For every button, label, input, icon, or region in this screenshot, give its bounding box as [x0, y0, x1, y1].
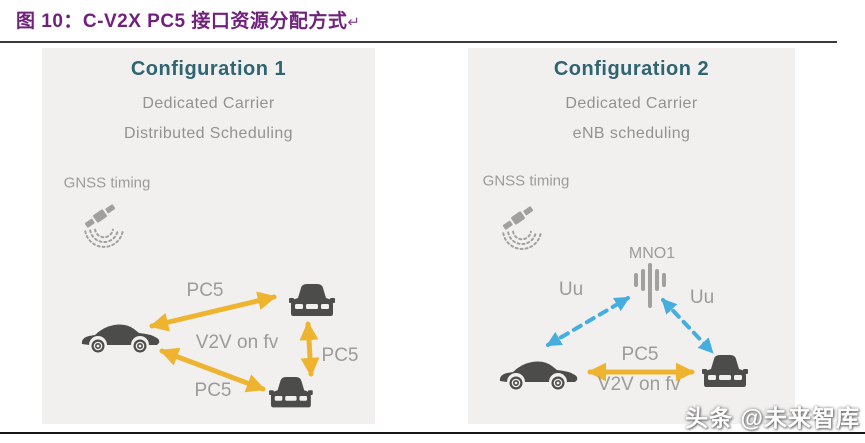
- pc5-arrow-top: [149, 291, 277, 332]
- gnss-timing-label: GNSS timing: [482, 172, 570, 190]
- config1-subtitle-scheduling: Distributed Scheduling: [124, 125, 293, 142]
- pc5-arrow-vertical: [299, 321, 320, 377]
- config2-subtitle-scheduling: eNB scheduling: [572, 125, 691, 142]
- uu-label-right: Uu: [689, 287, 715, 308]
- gnss-timing-label: GNSS timing: [63, 174, 151, 192]
- car-side-icon: [499, 361, 578, 390]
- v2v-label: V2V on fv: [195, 332, 279, 353]
- config1-diagram: [81, 204, 335, 408]
- gnss-satellite-icon: [84, 204, 124, 248]
- figure-title-text: 图 10：C-V2X PC5 接口资源分配方式: [16, 11, 348, 32]
- uu-arrow-left: [546, 296, 630, 347]
- gnss-satellite-icon: [502, 206, 542, 250]
- pc5-label-right: PC5: [321, 345, 359, 366]
- title-underline: [0, 41, 837, 43]
- bottom-divider: [0, 432, 865, 434]
- pc5-label-bottom: PC5: [194, 380, 232, 401]
- config2-diagram: [499, 206, 748, 390]
- v2v-label: V2V on fv: [597, 374, 681, 395]
- pc5-label-top: PC5: [186, 280, 224, 301]
- toutiao-watermark: 头条 @未来智库: [685, 405, 860, 431]
- pc5-label: PC5: [621, 344, 659, 365]
- car-front-icon: [702, 355, 748, 387]
- mno1-label: MNO1: [628, 245, 676, 262]
- enb-antenna-icon: [634, 263, 666, 308]
- uu-label-left: Uu: [558, 279, 584, 300]
- uu-arrow-right: [661, 298, 714, 354]
- car-front-icon-top: [289, 284, 335, 316]
- config2-subtitle-carrier: Dedicated Carrier: [565, 95, 698, 112]
- panel-configuration-1: Configuration 1 Dedicated Carrier Distri…: [42, 48, 375, 424]
- panel-configuration-2: Configuration 2 Dedicated Carrier eNB sc…: [468, 48, 795, 424]
- figure-title: 图 10：C-V2X PC5 接口资源分配方式↵: [16, 6, 360, 33]
- car-front-icon-bottom: [269, 376, 313, 408]
- config1-subtitle-carrier: Dedicated Carrier: [142, 95, 275, 112]
- config1-heading: Configuration 1: [130, 58, 287, 80]
- paragraph-return-mark: ↵: [347, 14, 361, 31]
- pc5-arrow-bottom: [159, 347, 266, 393]
- car-side-icon: [81, 324, 160, 353]
- config2-heading: Configuration 2: [553, 58, 710, 80]
